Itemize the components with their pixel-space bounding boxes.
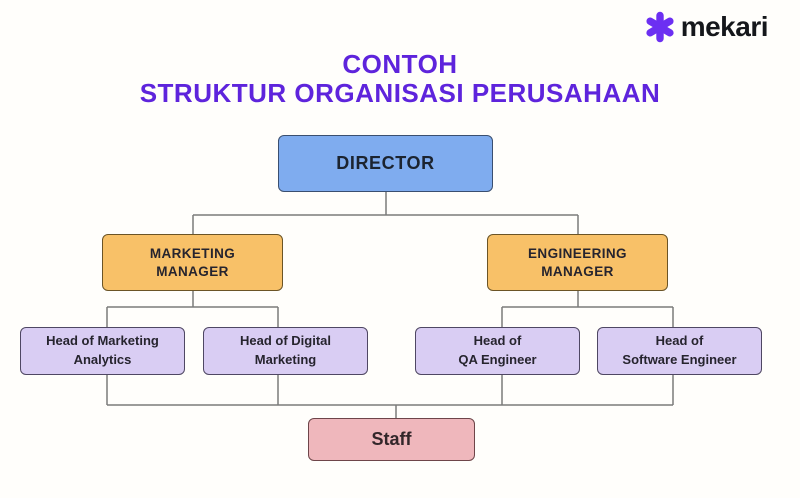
org-node-engineering-manager: ENGINEERING MANAGER [487, 234, 668, 291]
org-node-label: Software Engineer [622, 352, 737, 367]
org-node-staff: Staff [308, 418, 475, 461]
page-title-line1: CONTOH [342, 49, 458, 79]
org-node-label: DIRECTOR [336, 153, 435, 173]
org-node-label: ENGINEERING [528, 245, 627, 261]
org-node-label: Analytics [73, 352, 132, 367]
org-node-head-qa-engineer: Head of QA Engineer [415, 327, 580, 375]
org-node-label: Marketing [254, 352, 317, 367]
org-node-label: Head of Digital [239, 333, 331, 349]
org-node-label: QA Engineer [458, 352, 537, 367]
org-node-head-marketing-analytics: Head of Marketing Analytics [20, 327, 185, 375]
org-node-label: Head of Marketing [46, 333, 159, 349]
org-node-label: MANAGER [541, 263, 614, 279]
page-title: CONTOH STRUKTUR ORGANISASI PERUSAHAAN [0, 49, 800, 109]
org-node-label: Head of [655, 333, 704, 349]
org-node-head-digital-marketing: Head of Digital Marketing [203, 327, 368, 375]
org-node-label: Head of [473, 333, 522, 349]
org-node-label: MARKETING [149, 245, 236, 261]
org-node-director: DIRECTOR [278, 135, 493, 192]
mekari-logo: mekari [644, 11, 769, 43]
org-node-label: MANAGER [156, 263, 229, 279]
mekari-asterisk-icon [644, 11, 676, 43]
org-node-head-software-engineer: Head of Software Engineer [597, 327, 762, 375]
page-title-line2: STRUKTUR ORGANISASI PERUSAHAAN [139, 78, 661, 109]
org-node-label: Staff [371, 429, 412, 449]
org-node-marketing-manager: MARKETING MANAGER [102, 234, 283, 291]
mekari-wordmark: mekari [680, 11, 769, 42]
